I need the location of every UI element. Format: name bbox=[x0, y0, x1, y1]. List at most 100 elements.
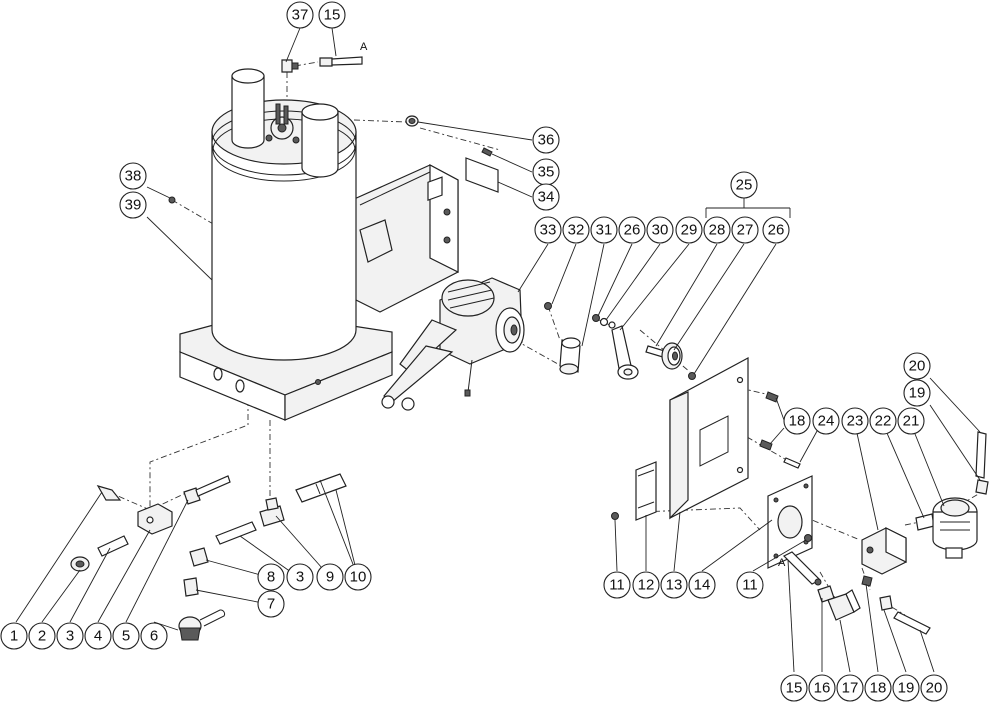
svg-text:3: 3 bbox=[296, 569, 304, 586]
svg-text:15: 15 bbox=[786, 680, 803, 697]
callout-39: 39 bbox=[119, 191, 147, 219]
callout-18-bottom: 18 bbox=[864, 674, 892, 702]
screw-35 bbox=[481, 147, 493, 157]
svg-text:11: 11 bbox=[609, 577, 625, 594]
callout-5: 5 bbox=[112, 622, 140, 650]
callout-10: 10 bbox=[344, 563, 372, 591]
elbow-19-top bbox=[975, 479, 989, 495]
callout-13: 13 bbox=[660, 571, 688, 599]
callout-2: 2 bbox=[28, 622, 56, 650]
solenoid-valve-23 bbox=[861, 527, 907, 575]
spacer-sleeve-32 bbox=[559, 337, 581, 375]
callout-35: 35 bbox=[532, 158, 560, 186]
nut-11-b bbox=[804, 534, 812, 542]
callout-32: 32 bbox=[562, 216, 590, 244]
reference-a-bottom: A bbox=[778, 557, 786, 569]
probe-20-top bbox=[975, 431, 987, 479]
svg-text:12: 12 bbox=[638, 577, 655, 594]
svg-text:1: 1 bbox=[10, 628, 18, 645]
idler-pulley-27 bbox=[661, 342, 683, 370]
svg-text:14: 14 bbox=[694, 577, 711, 594]
svg-text:5: 5 bbox=[122, 628, 130, 645]
svg-text:26: 26 bbox=[624, 222, 641, 239]
svg-text:24: 24 bbox=[818, 413, 835, 430]
pump-motor bbox=[381, 277, 525, 411]
callout-16: 16 bbox=[808, 674, 836, 702]
svg-text:16: 16 bbox=[814, 680, 831, 697]
svg-text:22: 22 bbox=[875, 413, 892, 430]
clip-bracket-12 bbox=[635, 461, 657, 521]
callout-4: 4 bbox=[84, 622, 112, 650]
callout-8: 8 bbox=[257, 563, 285, 591]
svg-text:31: 31 bbox=[596, 222, 613, 239]
callout-3-mid: 3 bbox=[286, 563, 314, 591]
callout-6: 6 bbox=[140, 622, 168, 650]
manifold-block-4 bbox=[137, 503, 173, 535]
svg-text:8: 8 bbox=[267, 569, 275, 586]
svg-text:4: 4 bbox=[94, 628, 102, 645]
svg-text:23: 23 bbox=[847, 413, 864, 430]
svg-text:27: 27 bbox=[737, 222, 754, 239]
callout-9: 9 bbox=[316, 563, 344, 591]
small-nut-38 bbox=[168, 196, 176, 204]
svg-text:39: 39 bbox=[125, 197, 142, 214]
callout-15-bottom: 15 bbox=[780, 674, 808, 702]
callout-12: 12 bbox=[632, 571, 660, 599]
fitting-22 bbox=[915, 513, 935, 531]
stud-24 bbox=[783, 457, 801, 469]
callout-31: 31 bbox=[590, 216, 618, 244]
svg-text:21: 21 bbox=[903, 413, 920, 430]
callout-29: 29 bbox=[675, 216, 703, 244]
motor-bracket-frame bbox=[351, 163, 459, 313]
callout-20-top: 20 bbox=[903, 352, 931, 380]
callout-19-bottom: 19 bbox=[892, 674, 920, 702]
callout-20-bottom: 20 bbox=[920, 674, 948, 702]
sensor-5 bbox=[183, 475, 231, 505]
callout-30: 30 bbox=[646, 216, 674, 244]
callout-34: 34 bbox=[532, 183, 560, 211]
callout-19-top: 19 bbox=[903, 379, 931, 407]
svg-text:26: 26 bbox=[768, 222, 785, 239]
svg-text:17: 17 bbox=[842, 680, 859, 697]
callout-24: 24 bbox=[812, 407, 840, 435]
svg-text:18: 18 bbox=[870, 680, 887, 697]
callout-21: 21 bbox=[897, 407, 925, 435]
callout-11-a: 11 bbox=[603, 571, 631, 599]
nut-2 bbox=[70, 556, 90, 572]
probe-20-bottom bbox=[893, 611, 931, 635]
callout-14: 14 bbox=[688, 571, 716, 599]
callout-1: 1 bbox=[0, 622, 28, 650]
water-tank bbox=[211, 68, 357, 361]
washers-31-26-30 bbox=[592, 314, 616, 329]
callout-36: 36 bbox=[532, 126, 560, 154]
grommet-36 bbox=[405, 115, 419, 127]
svg-text:25: 25 bbox=[736, 177, 753, 194]
svg-text:34: 34 bbox=[538, 189, 555, 206]
reference-a-top: A bbox=[360, 41, 368, 53]
svg-text:7: 7 bbox=[267, 596, 275, 613]
svg-text:10: 10 bbox=[350, 569, 367, 586]
svg-text:20: 20 bbox=[909, 358, 926, 375]
svg-text:36: 36 bbox=[538, 132, 555, 149]
elbow-7 bbox=[183, 577, 199, 597]
probe-15-bottom bbox=[782, 551, 822, 586]
callout-7: 7 bbox=[257, 590, 285, 618]
svg-text:32: 32 bbox=[568, 222, 585, 239]
callout-25: 25 bbox=[730, 171, 758, 199]
elbow-19-bottom bbox=[879, 595, 893, 611]
nut-11-a bbox=[611, 512, 619, 520]
svg-text:28: 28 bbox=[709, 222, 726, 239]
svg-text:33: 33 bbox=[540, 222, 557, 239]
tee-fitting-9 bbox=[259, 497, 285, 527]
callout-33: 33 bbox=[534, 216, 562, 244]
svg-text:11: 11 bbox=[742, 577, 758, 594]
svg-text:38: 38 bbox=[125, 168, 142, 185]
callout-22: 22 bbox=[869, 407, 897, 435]
tensioner-arm bbox=[611, 325, 639, 380]
hose-barb-1 bbox=[96, 485, 122, 501]
motor-plate-14 bbox=[767, 475, 813, 569]
callout-18-mid: 18 bbox=[783, 407, 811, 435]
svg-text:19: 19 bbox=[898, 680, 915, 697]
svg-text:18: 18 bbox=[789, 413, 806, 430]
